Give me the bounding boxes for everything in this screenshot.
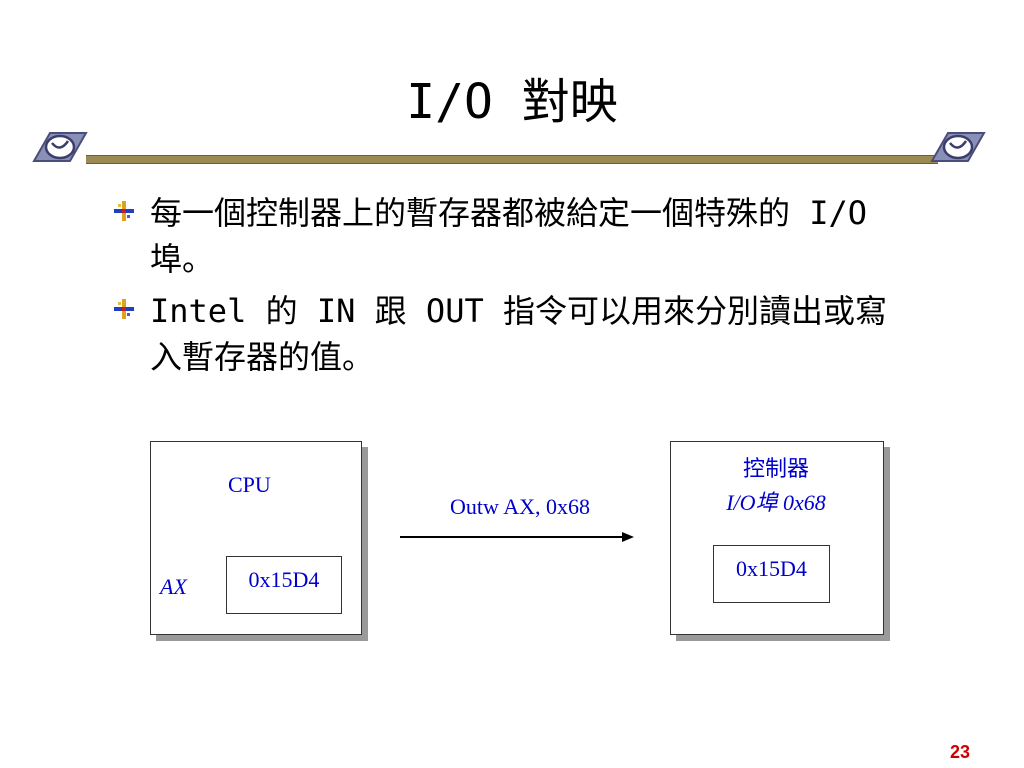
cpu-register-value: 0x15D4 [226,556,342,614]
instruction-label: Outw AX, 0x68 [450,494,590,519]
cpu-label: CPU [228,472,271,497]
title-underline [86,155,938,164]
page-number: 23 [949,742,970,762]
emblem-icon [930,132,986,162]
bullet-item: 每一個控制器上的暫存器都被給定一個特殊的 I/O 埠。 [110,190,910,282]
controller-label: 控制器 [742,456,809,481]
controller-register-value: 0x15D4 [713,545,830,603]
bullet-text: 每一個控制器上的暫存器都被給定一個特殊的 I/O 埠。 [150,194,868,278]
bullet-text: Intel 的 IN 跟 OUT 指令可以用來分別讀出或寫入暫存器的值。 [150,292,887,376]
bullet-item: Intel 的 IN 跟 OUT 指令可以用來分別讀出或寫入暫存器的值。 [110,288,910,380]
bullet-icon [114,299,134,319]
slide-title: I/O 對映 [406,74,618,130]
ax-register-label: AX [160,574,187,599]
arrow-right-icon [400,532,634,542]
io-port-label: I/O埠 0x68 [726,490,826,515]
bullet-icon [114,201,134,221]
emblem-icon [32,132,88,162]
bullet-list: 每一個控制器上的暫存器都被給定一個特殊的 I/O 埠。 Intel 的 IN 跟… [110,190,910,386]
